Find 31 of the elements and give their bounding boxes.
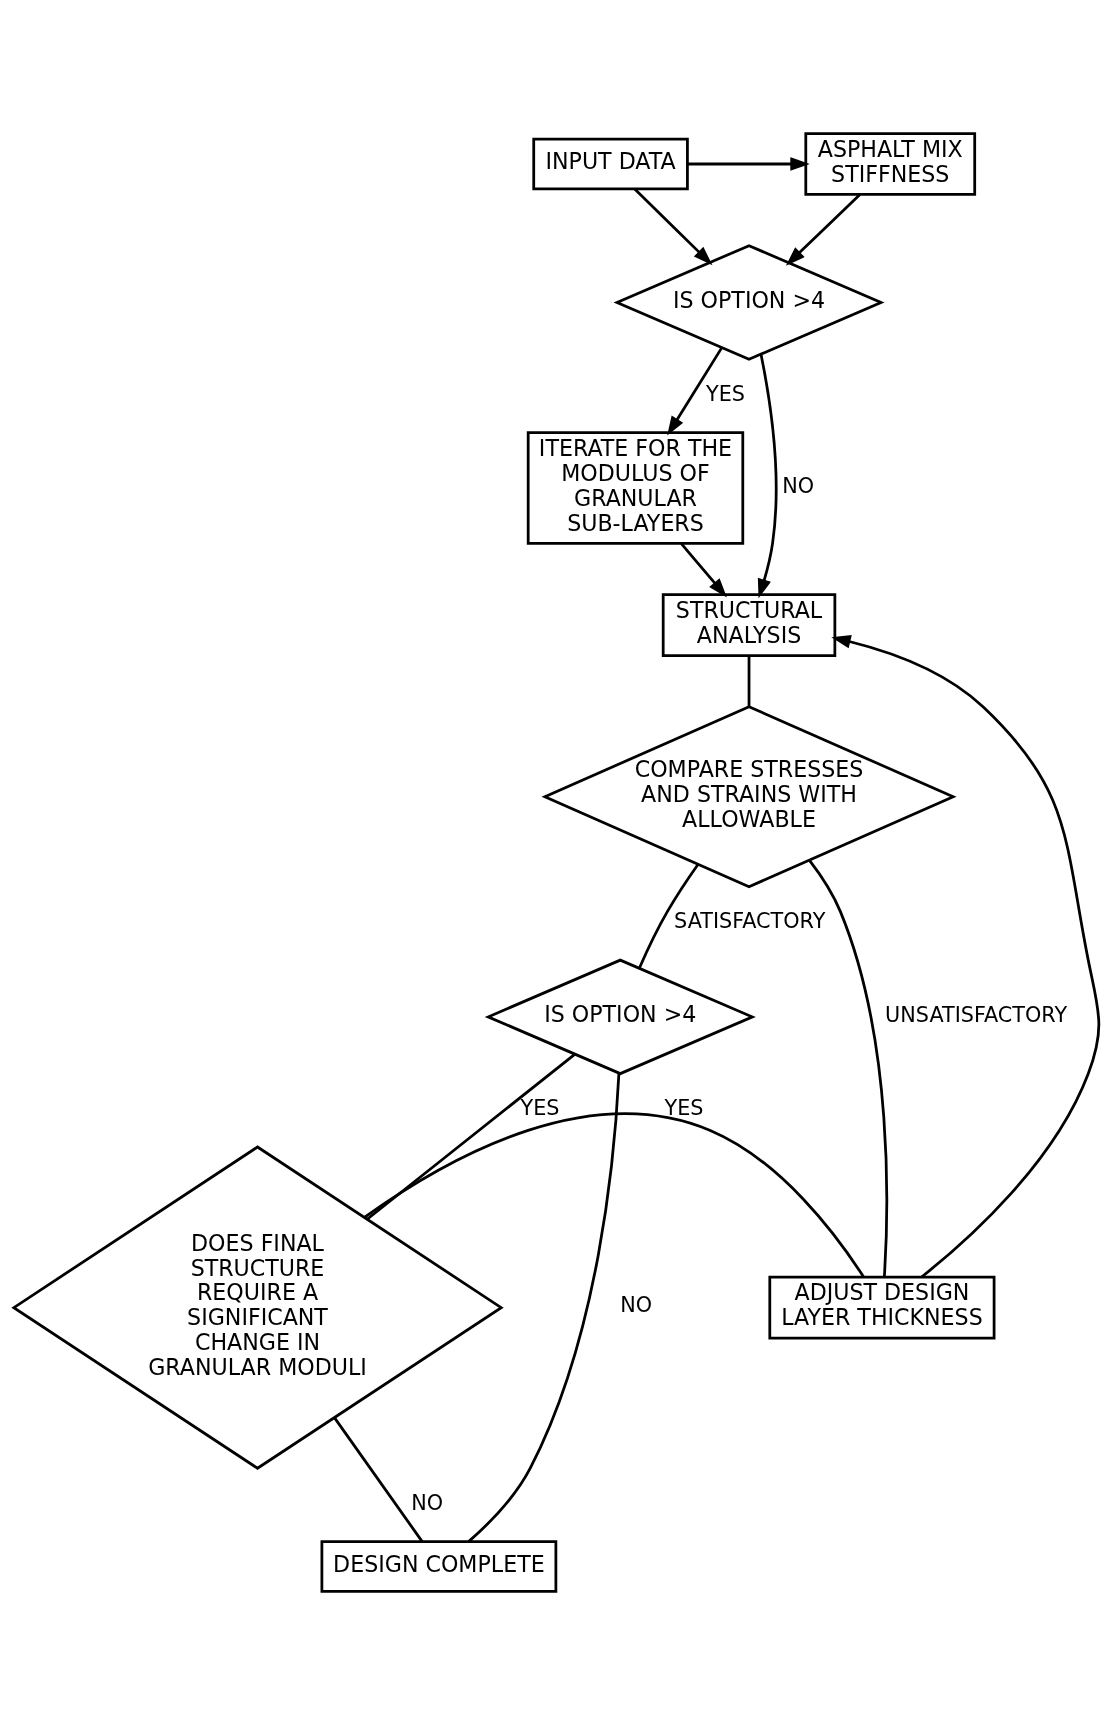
node-box: DESIGN COMPLETE [320,1539,558,1593]
connector [808,859,889,1277]
edge-label: NO [620,1292,653,1317]
node-box: INPUT DATA [532,137,689,190]
edge-label: SATISFACTORY [674,908,826,933]
connector [467,1072,621,1543]
connector [747,655,751,706]
edge-label: YES [664,1095,704,1120]
arrow [831,634,1101,1278]
edge-label: UNSATISFACTORY [885,1002,1068,1027]
connector [333,1416,424,1542]
node-diamond: DOES FINAL STRUCTURE REQUIRE A SIGNIFICANT CHANGE IN GRANULAR MODULI [11,1144,504,1470]
edge-label: NO [782,473,815,498]
node-diamond: COMPARE STRESSES AND STRAINS WITH ALLOWABLE [541,704,957,888]
arrow [785,193,861,266]
node-box: ADJUST DESIGN LAYER THICKNESS [768,1275,996,1339]
arrow [680,542,727,597]
node-box: STRUCTURAL ANALYSIS [661,592,837,657]
node-box: ITERATE FOR THE MODULUS OF GRANULAR SUB-LAYERS [526,430,745,545]
arrow [633,187,713,265]
connector [363,1111,865,1278]
arrow [687,156,810,171]
edge-label: YES [520,1095,560,1120]
node-diamond: IS OPTION >4 [484,958,756,1075]
connector [638,863,700,969]
edge-label: NO [411,1490,444,1515]
node-box: ASPHALT MIX STIFFNESS [804,131,977,196]
edge-label: YES [706,381,745,406]
arrow [667,346,723,436]
arrow [757,353,778,598]
connector [366,1052,576,1220]
